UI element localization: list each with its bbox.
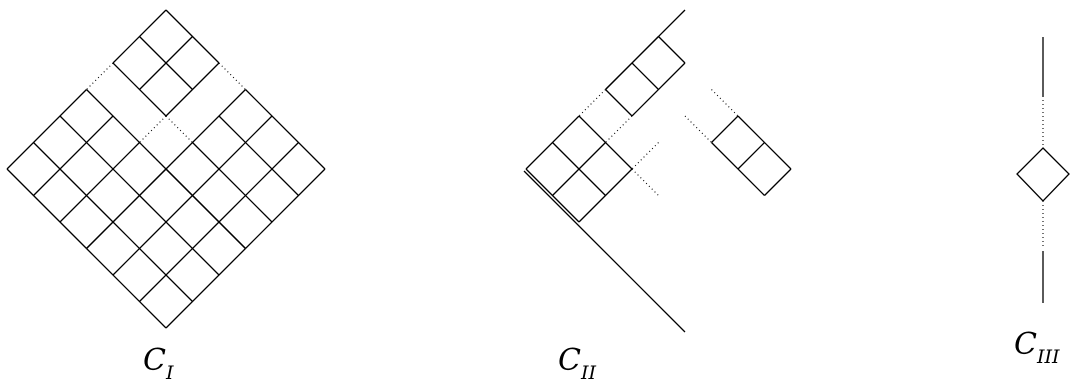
dotted-edge: [578, 89, 606, 117]
label-c-one-subscript: I: [165, 362, 174, 384]
top-block-line: [139, 36, 193, 90]
lower-column-line: [711, 115, 739, 143]
dotted-edge: [684, 115, 712, 143]
left-block-line: [6, 168, 87, 249]
left-block-line: [6, 89, 87, 170]
bottom-block-line: [165, 168, 246, 249]
panel-c-one: [6, 9, 326, 329]
left-block-line: [86, 89, 167, 170]
lower-column-line: [764, 168, 792, 196]
right-block-line: [192, 115, 273, 196]
left-block-line: [33, 142, 114, 223]
lower-column-line: [737, 115, 792, 170]
bottom-block-line: [165, 248, 246, 329]
upper-column-line: [658, 36, 686, 64]
upper-column-line: [631, 62, 659, 90]
left-block-line: [59, 115, 140, 196]
bottom-block-line: [86, 248, 167, 329]
bottom-block-line: [139, 221, 220, 302]
label-c-one: CI: [143, 343, 174, 384]
label-c-two-main: C: [558, 343, 581, 378]
top-block-line: [112, 62, 167, 117]
dotted-edge: [711, 89, 739, 117]
left-block-line: [33, 115, 114, 196]
label-c-two-subscript: II: [580, 362, 596, 384]
dotted-edge: [139, 115, 167, 143]
left-block-line: [59, 142, 140, 223]
label-c-one-main: C: [143, 343, 166, 378]
bottom-block-line: [112, 195, 193, 276]
left-block-line: [525, 168, 580, 223]
dotted-edge: [165, 115, 193, 143]
label-c-three-main: C: [1014, 327, 1037, 362]
right-block-line: [245, 168, 326, 249]
dotted-edge: [218, 62, 246, 90]
right-block-line: [245, 89, 326, 170]
panel-c-two: [523, 9, 792, 333]
lower-column-line: [711, 142, 765, 196]
label-c-three-subscript: III: [1036, 346, 1060, 368]
left-block-line: [578, 115, 633, 170]
right-block-line: [165, 89, 246, 170]
top-block-line: [165, 9, 220, 64]
right-block-line: [218, 115, 299, 196]
right-block-line: [218, 142, 299, 223]
upper-column-line: [605, 89, 633, 117]
dotted-edge: [631, 142, 659, 170]
dotted-edge: [631, 168, 659, 196]
dotted-edge: [86, 62, 114, 90]
single-diamond: [1016, 147, 1070, 202]
right-block-line: [192, 142, 273, 223]
label-c-two: CII: [558, 343, 596, 384]
lower-edge: [523, 170, 686, 333]
bottom-block-line: [112, 221, 193, 302]
bottom-block-line: [86, 168, 167, 249]
panel-c-three: [1016, 37, 1070, 303]
lower-column-line: [737, 142, 765, 170]
dotted-edge: [605, 115, 633, 143]
label-c-three: CIII: [1014, 327, 1060, 368]
bottom-block-line: [139, 195, 220, 276]
left-block-line: [552, 142, 606, 196]
